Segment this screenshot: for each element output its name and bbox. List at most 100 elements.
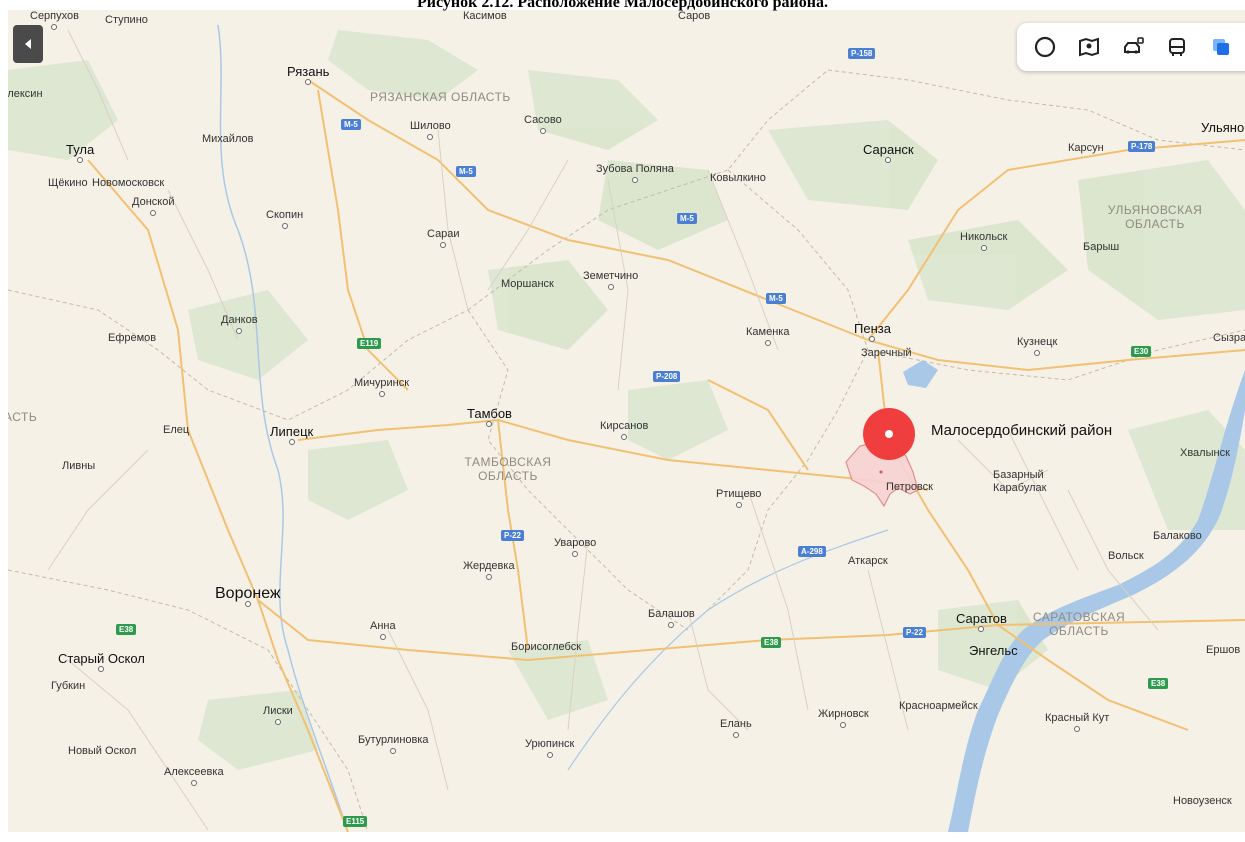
city-label[interactable]: Петровск (886, 481, 933, 493)
city-label[interactable]: Балаково (1153, 530, 1202, 542)
city-label[interactable]: Бутурлиновка (358, 734, 429, 754)
minor-roads (47, 29, 1159, 831)
city-label[interactable]: Красный Кут (1045, 712, 1109, 732)
city-label[interactable]: Кузнецк (1017, 336, 1057, 356)
road-shield: А-298 (798, 546, 826, 557)
district-marker[interactable] (862, 407, 916, 461)
city-label[interactable]: Красноармейск (899, 700, 978, 712)
city-label[interactable]: Анна (370, 620, 396, 640)
city-label[interactable]: Донской (132, 196, 174, 216)
city-label[interactable]: Михайлов (202, 133, 254, 145)
city-label[interactable]: Ершов (1206, 644, 1241, 656)
city-label[interactable]: Сасово (524, 114, 562, 134)
city-label[interactable]: Новый Оскол (68, 745, 137, 757)
region-label: ТАМБОВСКАЯ ОБЛАСТЬ (464, 455, 552, 483)
city-label[interactable]: Мичуринск (354, 377, 409, 397)
city-label[interactable]: Пенза (854, 322, 891, 342)
city-label[interactable]: Каменка (746, 326, 789, 346)
city-label[interactable]: Касимов (463, 10, 507, 22)
city-label[interactable]: Новомосковск (92, 177, 165, 189)
road-shield: Е38 (761, 637, 782, 648)
city-label[interactable]: Шилово (410, 120, 451, 140)
road-shield: М-5 (456, 166, 476, 177)
city-label[interactable]: Алексеевка (164, 766, 224, 786)
city-label[interactable]: Зубова Поляна (596, 163, 674, 183)
city-label[interactable]: Кирсанов (600, 420, 648, 440)
city-label[interactable]: Серпухов (30, 10, 79, 30)
road-shield: Р-178 (1128, 141, 1156, 152)
transport-icon (1169, 38, 1185, 56)
road-shield: Р-22 (903, 627, 926, 638)
transport-tool-button[interactable] (1155, 27, 1199, 67)
city-label[interactable]: Жирновск (818, 708, 869, 728)
city-label[interactable]: Губкин (51, 680, 86, 692)
ruler-tool-button[interactable] (1023, 27, 1067, 67)
city-label[interactable]: Ливны (62, 460, 96, 472)
road-shield: Е38 (1148, 678, 1169, 689)
region-label: УЛЬЯНОВСКАЯ ОБЛАСТЬ (1107, 203, 1203, 231)
city-label[interactable]: Хвалынск (1180, 447, 1230, 459)
city-label[interactable]: Ртищево (716, 488, 761, 508)
city-label[interactable]: Балашов (648, 608, 695, 628)
city-label[interactable]: Барыш (1083, 241, 1120, 253)
city-label[interactable]: Ковылкино (710, 172, 766, 184)
city-label[interactable]: Скопин (266, 209, 303, 229)
city-label[interactable]: Уварово (554, 537, 596, 557)
city-label[interactable]: Урюпинск (525, 738, 574, 758)
region-borders (8, 69, 1245, 832)
region-label: РЯЗАНСКАЯ ОБЛАСТЬ (370, 90, 511, 104)
layers-tool-button[interactable] (1199, 27, 1243, 67)
traffic-tool-button[interactable] (1111, 27, 1155, 67)
road-shield: Р-208 (653, 371, 681, 382)
city-label[interactable]: Заречный (861, 347, 912, 359)
city-label[interactable]: Новоузенск (1173, 795, 1232, 807)
panorama-icon (1079, 37, 1099, 57)
ruler-circle-icon (1034, 36, 1056, 58)
city-label[interactable]: Ступино (105, 14, 148, 26)
city-label[interactable]: Старый Оскол (58, 652, 145, 672)
panorama-tool-button[interactable] (1067, 27, 1111, 67)
region-label: АСТЬ (8, 410, 38, 424)
city-label[interactable]: Щёкино (48, 177, 88, 189)
city-label[interactable]: Лиски (263, 705, 293, 725)
figure-caption: Рисунок 2.12. Расположение Малосердобинс… (417, 0, 828, 11)
city-label[interactable]: Тула (66, 143, 94, 163)
city-label[interactable]: Сараи (427, 228, 460, 248)
layers-icon (1213, 39, 1229, 55)
city-label[interactable]: Тамбов (467, 407, 512, 427)
city-label[interactable]: Липецк (270, 425, 313, 445)
city-label[interactable]: Елань (720, 718, 752, 738)
city-label[interactable]: Аткарск (848, 555, 888, 567)
city-label[interactable]: Энгельс (969, 643, 1018, 658)
city-label[interactable]: Вольск (1108, 550, 1144, 562)
road-shield: М-5 (677, 213, 697, 224)
city-label[interactable]: Карсун (1068, 142, 1104, 154)
region-label: САРАТОВСКАЯ ОБЛАСТЬ (1032, 610, 1126, 638)
collapse-panel-button[interactable] (13, 25, 43, 63)
city-label[interactable]: Моршанск (501, 278, 554, 290)
city-label[interactable]: Земетчино (583, 270, 638, 290)
road-shield: Е119 (357, 338, 382, 349)
don-river (217, 24, 349, 832)
city-label[interactable]: Базарный Карабулак (993, 469, 1047, 494)
map-canvas[interactable]: РЯЗАНСКАЯ ОБЛАСТЬ УЛЬЯНОВСКАЯ ОБЛАСТЬ ТА… (8, 10, 1245, 832)
road-shield: Е38 (116, 624, 137, 635)
city-label[interactable]: Ульяновск (1201, 120, 1245, 135)
city-label[interactable]: Саратов (956, 612, 1007, 632)
city-label[interactable]: Рязань (287, 65, 329, 85)
district-marker-label[interactable]: Малосердобинский район (931, 422, 1113, 439)
city-label[interactable]: Жердевка (463, 560, 515, 580)
road-shield: Е30 (1131, 346, 1152, 357)
city-label[interactable]: Сызрань (1213, 332, 1245, 344)
city-label[interactable]: Алексин (8, 88, 43, 100)
city-label[interactable]: Саранск (863, 143, 914, 163)
city-label[interactable]: Елец (163, 424, 190, 436)
city-label[interactable]: Никольск (960, 231, 1007, 251)
city-label[interactable]: Воронеж (215, 586, 281, 607)
city-label[interactable]: Борисоглебск (511, 641, 582, 653)
city-label[interactable]: Ефремов (108, 332, 157, 344)
city-label[interactable]: Данков (221, 314, 258, 334)
volga-river (948, 370, 1245, 832)
city-label[interactable]: Саров (678, 10, 711, 22)
